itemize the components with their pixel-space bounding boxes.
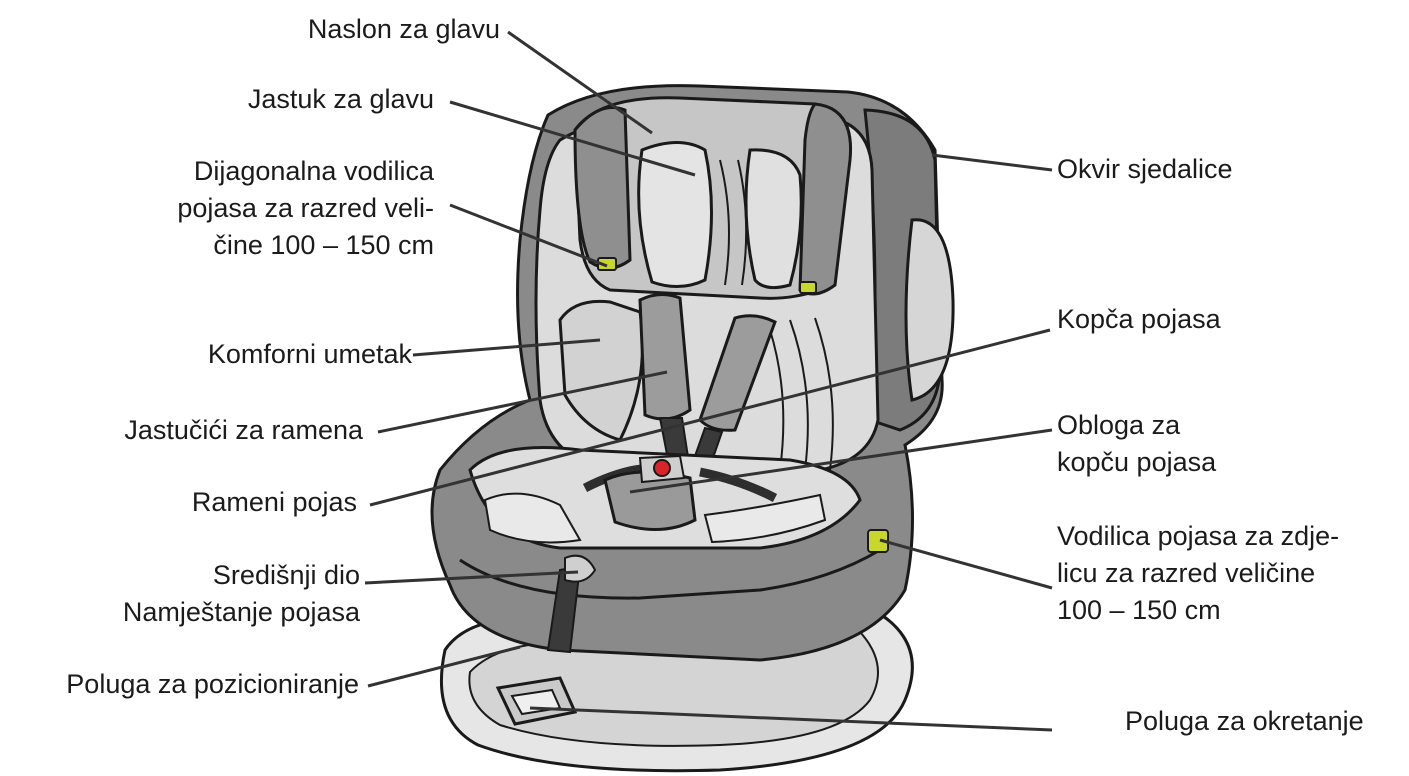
center-adjust-button	[564, 554, 597, 583]
head-pillow-right	[744, 148, 803, 290]
cushion-right-pad	[703, 493, 827, 544]
leader-seat-frame	[931, 153, 1053, 172]
label-center-part: Središnji dio Namještanje pojasa	[122, 560, 360, 627]
label-belt-buckle: Kopča pojasa	[1057, 304, 1221, 334]
label-shoulder-belt: Rameni pojas	[191, 487, 357, 517]
headrest-wing-right	[798, 102, 853, 296]
leader-position-lever	[367, 645, 521, 688]
label-shoulder-pads: Jastučići za ramena	[124, 415, 363, 445]
leader-lap-guide	[879, 538, 1053, 590]
label-head-pillow: Jastuk za glavu	[247, 84, 434, 114]
seat-front-edge	[459, 548, 881, 600]
leader-rotation-lever	[529, 706, 1053, 732]
side-impact-pad	[904, 218, 955, 402]
leader-lines	[364, 30, 1053, 732]
label-buckle-cover: Obloga za kopču pojasa	[1057, 410, 1217, 477]
label-lap-guide: Vodilica pojasa za zdje- licu za razred …	[1057, 521, 1340, 625]
leader-diagonal-guide	[449, 203, 608, 268]
leader-shoulder-belt	[369, 328, 1051, 507]
buckle-red-button	[653, 459, 671, 477]
head-pillow-curves	[719, 159, 748, 286]
label-headrest: Naslon za glavu	[307, 14, 500, 44]
label-comfort-insert: Komforni umetak	[207, 339, 412, 369]
head-pillow	[637, 141, 713, 288]
label-rotation-lever: Poluga za okretanje	[1125, 706, 1364, 736]
cushion-left-pad	[483, 492, 582, 544]
label-diagonal-guide: Dijagonalna vodilica pojasa za razred ve…	[177, 156, 434, 260]
diagonal-guide-right	[799, 281, 817, 294]
leader-center-part	[364, 570, 579, 585]
lap-belt-right	[699, 467, 778, 503]
label-seat-frame: Okvir sjedalice	[1057, 154, 1233, 184]
leader-shoulder-pads	[377, 370, 668, 434]
leader-head-pillow	[449, 100, 696, 177]
leader-buckle-cover	[629, 428, 1053, 494]
leader-headrest	[507, 30, 653, 135]
shoulder-pad-right	[698, 314, 777, 432]
comfort-insert	[558, 299, 644, 442]
label-position-lever: Poluga za pozicioniranje	[66, 669, 359, 699]
leader-comfort-insert	[412, 338, 601, 357]
headrest-wing-left	[573, 106, 632, 270]
shoulder-pad-left	[638, 293, 692, 421]
